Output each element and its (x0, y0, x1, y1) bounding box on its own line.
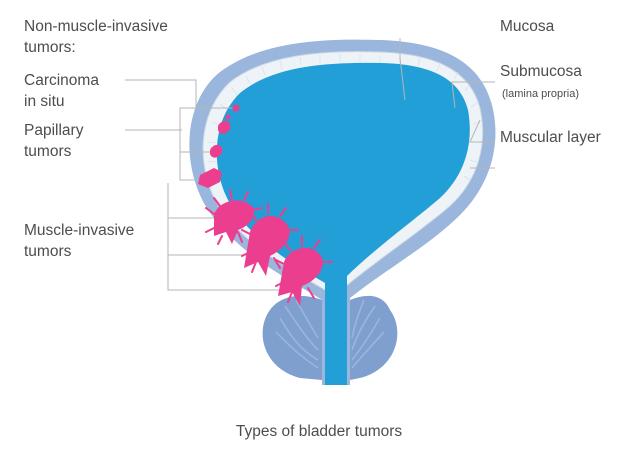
non-muscle-invasive-line2: tumors: (24, 39, 76, 56)
tumors (192, 104, 323, 306)
carcinoma-in-situ-label: Carcinoma in situ (24, 70, 99, 112)
papillary-line2: tumors (24, 143, 72, 160)
papillary-tumor (218, 120, 231, 134)
papillary-tumors-label: Papillary tumors (24, 120, 83, 162)
muscle-invasive-label: Muscle-invasive tumors (24, 220, 134, 262)
muscle-invasive-tumor (278, 247, 323, 306)
carcinoma-in-situ-line2: in situ (24, 93, 65, 110)
submucosa-label: Submucosa (500, 63, 582, 80)
muscle-invasive-line1: Muscle-invasive (24, 222, 135, 239)
non-muscle-invasive-line1: Non-muscle-invasive (24, 18, 168, 35)
papillary-line1: Papillary (24, 122, 84, 139)
lamina-propria-label: (lamina propria) (502, 88, 580, 100)
diagram-caption: Types of bladder tumors (235, 423, 403, 440)
muscle-invasive-line2: tumors (24, 243, 72, 260)
papillary-tumor (192, 160, 222, 190)
carcinoma-in-situ-dot (232, 104, 240, 112)
muscle-invasive-tumor (244, 215, 290, 276)
prostate (262, 295, 398, 380)
carcinoma-in-situ-line1: Carcinoma (24, 72, 99, 89)
leader-lines (125, 38, 495, 291)
muscular-layer-label: Muscular layer (500, 129, 601, 146)
papillary-tumor (210, 144, 223, 158)
bladder-lumen (216, 62, 470, 386)
mucosa-label: Mucosa (500, 18, 555, 35)
non-muscle-invasive-heading: Non-muscle-invasive tumors: (24, 16, 168, 58)
carcinoma-in-situ-dot (225, 114, 231, 120)
muscle-invasive-tumor (214, 200, 255, 244)
